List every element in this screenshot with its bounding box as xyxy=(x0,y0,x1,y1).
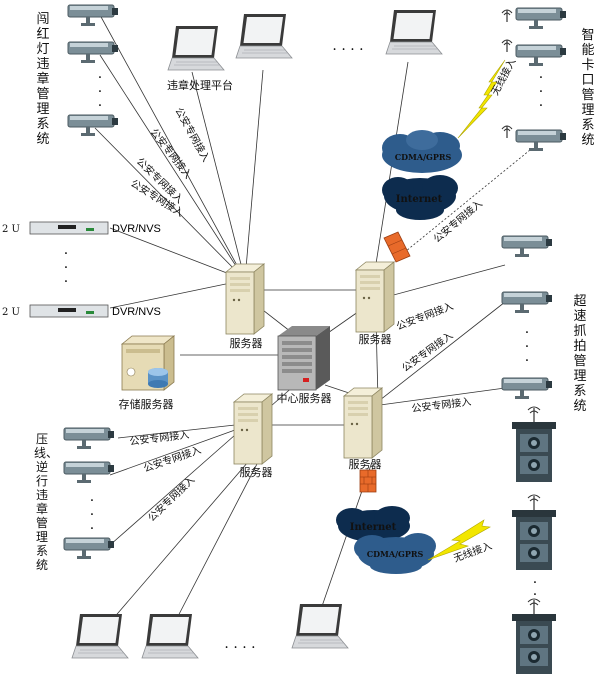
red-light-system-label: 闯红灯违章管理系统 xyxy=(36,12,50,147)
server-icon xyxy=(233,393,273,465)
vertical-ellipsis: · xyxy=(98,84,102,100)
firewall-icon xyxy=(359,469,377,493)
server-label: 服务器 xyxy=(359,333,392,346)
police-link-label: 公安专网接入 xyxy=(394,299,455,333)
tower-camera-icon xyxy=(511,406,557,483)
antenna-icon xyxy=(501,125,513,139)
dvr-label: DVR/NVS xyxy=(112,223,161,235)
lane-violation-system-label: 压线、逆行违章管理系统 xyxy=(34,432,59,572)
laptop-icon xyxy=(167,25,225,71)
vertical-ellipsis: · xyxy=(539,70,543,86)
rack-unit-label: 2 U xyxy=(2,307,20,318)
camera-icon xyxy=(67,41,119,64)
ellipsis: · · · · xyxy=(224,640,255,656)
camera-icon xyxy=(67,4,119,27)
camera-icon xyxy=(67,114,119,137)
camera-icon xyxy=(501,235,553,258)
camera-icon xyxy=(501,377,553,400)
vertical-ellipsis: · xyxy=(90,521,94,537)
vertical-ellipsis: · xyxy=(525,325,529,341)
vertical-ellipsis: · xyxy=(64,246,68,262)
camera-icon xyxy=(63,427,115,450)
tower-camera-icon xyxy=(511,494,557,571)
internet-cloud-label: Internet xyxy=(396,194,443,205)
vertical-ellipsis: · xyxy=(90,507,94,523)
vertical-ellipsis: · xyxy=(64,274,68,290)
dvr-device xyxy=(29,221,109,235)
camera-icon xyxy=(501,291,553,314)
vertical-ellipsis: · xyxy=(98,70,102,86)
lightning-icon xyxy=(427,519,491,561)
camera-icon xyxy=(515,7,567,30)
internet-cloud-label: Internet xyxy=(350,522,397,533)
vertical-ellipsis: · xyxy=(525,339,529,355)
police-link-label: 公安专网接入 xyxy=(399,329,455,375)
connection-lines xyxy=(94,14,531,623)
server-label: 服务器 xyxy=(349,458,382,471)
police-link-label: 公安专网接入 xyxy=(411,395,472,415)
server-icon xyxy=(343,387,383,459)
dvr-device xyxy=(29,304,109,318)
camera-icon xyxy=(63,537,115,560)
laptop-icon xyxy=(291,603,349,649)
tower-camera-icon xyxy=(511,598,557,675)
cdma-cloud-label: CDMA/GPRS xyxy=(395,152,452,162)
dvr-label: DVR/NVS xyxy=(112,306,161,318)
storage-server-icon xyxy=(120,335,176,391)
server-icon xyxy=(355,261,395,333)
vertical-ellipsis: · xyxy=(90,493,94,509)
antenna-icon xyxy=(501,9,513,23)
cloud-icon xyxy=(336,506,436,574)
laptop-icon xyxy=(141,613,199,659)
police-link-label: 公安专网接入 xyxy=(145,473,197,524)
lightning-icon xyxy=(457,59,506,139)
storage-server-label: 存储服务器 xyxy=(119,397,174,411)
server-label: 服务器 xyxy=(230,337,263,350)
vertical-ellipsis: · xyxy=(539,98,543,114)
checkpoint-system-label: 智能卡口管理系统 xyxy=(581,28,595,148)
vertical-ellipsis: · xyxy=(98,98,102,114)
camera-icon xyxy=(63,461,115,484)
server-label: 服务器 xyxy=(240,466,273,479)
vertical-ellipsis: · xyxy=(525,353,529,369)
vertical-ellipsis: · xyxy=(533,575,537,591)
vertical-ellipsis: · xyxy=(533,587,537,603)
camera-icon xyxy=(515,129,567,152)
rack-unit-label: 2 U xyxy=(2,224,20,235)
cdma-cloud-label: CDMA/GPRS xyxy=(367,549,424,559)
laptop-icon xyxy=(235,13,293,59)
center-server-icon xyxy=(277,326,330,391)
camera-icon xyxy=(515,44,567,67)
cloud-icon xyxy=(382,130,462,220)
police-link-label: 公安专网接入 xyxy=(142,443,203,475)
center-server-label: 中心服务器 xyxy=(277,392,332,405)
server-icon xyxy=(225,263,265,335)
violation-platform-label: 违章处理平台 xyxy=(167,78,233,92)
vertical-ellipsis: · xyxy=(539,84,543,100)
laptop-icon xyxy=(71,613,129,659)
police-link-label: 公安专网接入 xyxy=(129,428,190,448)
speeding-system-label: 超速抓拍管理系统 xyxy=(573,294,587,414)
laptop-icon xyxy=(385,9,443,55)
vertical-ellipsis: · xyxy=(64,260,68,276)
firewall-icon xyxy=(383,231,411,263)
ellipsis: · · · · xyxy=(332,42,363,58)
antenna-icon xyxy=(501,39,513,53)
